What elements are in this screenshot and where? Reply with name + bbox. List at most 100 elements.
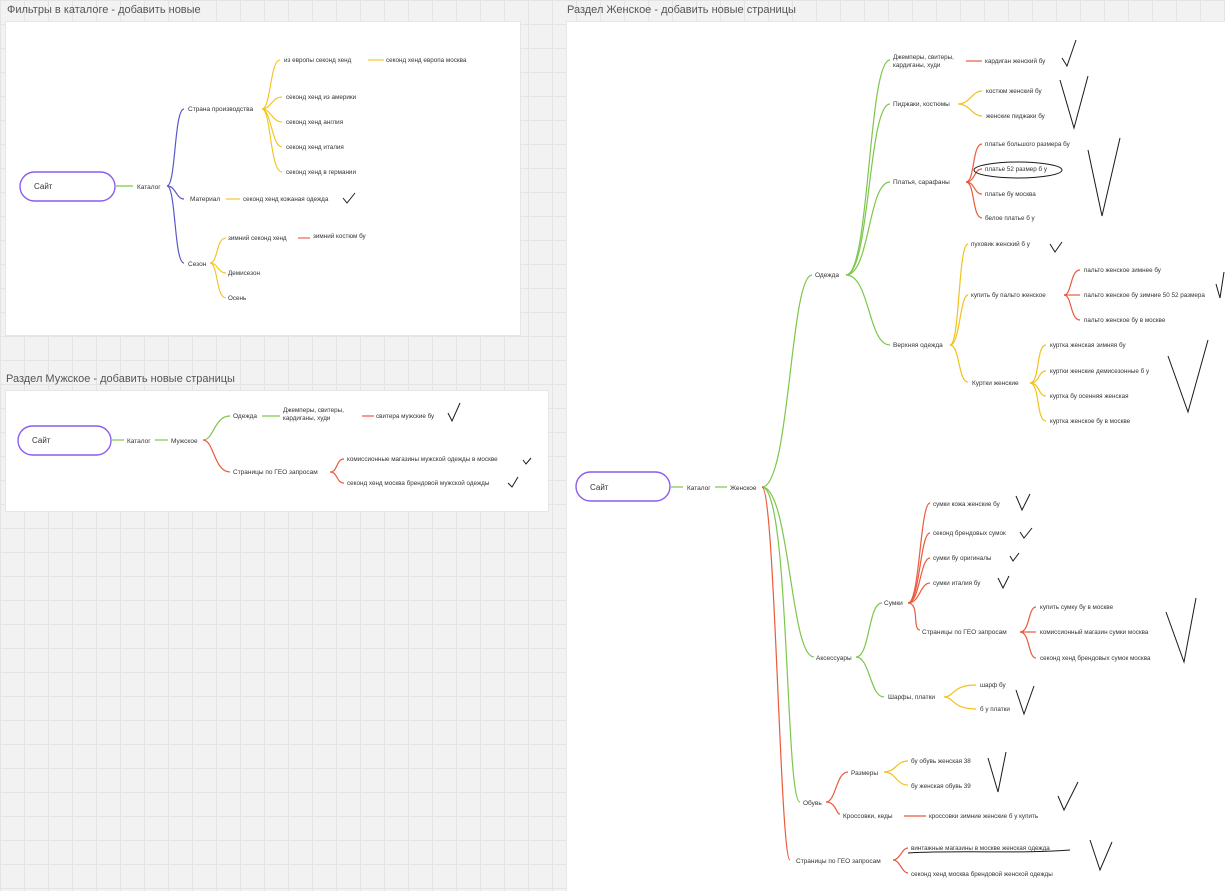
- check-mark-icon: [1015, 493, 1031, 512]
- node-winter-sh[interactable]: зимний секонд хенд: [228, 234, 287, 242]
- node-england[interactable]: секонд хенд англия: [286, 119, 343, 126]
- board-title-men: Раздел Мужское - добавить новые страницы: [6, 373, 235, 385]
- node-jacket-demi[interactable]: куртки женские демисезонные б у: [1050, 367, 1150, 375]
- node-from-europe[interactable]: из европы секонд хенд: [284, 57, 352, 64]
- root-label: Сайт: [34, 182, 53, 191]
- node-shoes[interactable]: Обувь: [803, 799, 822, 807]
- check-mark-icon: [1167, 339, 1209, 414]
- root-label: Сайт: [590, 483, 609, 492]
- root-node[interactable]: [17, 425, 112, 456]
- jumpers-line-1: Джемперы, свитеры,: [893, 54, 954, 61]
- node-w-jackets[interactable]: Куртки женские: [972, 380, 1019, 387]
- node-clothes[interactable]: Одежда: [815, 272, 839, 279]
- node-dress-52[interactable]: платье 52 размер б у: [985, 165, 1048, 173]
- node-bag-orig[interactable]: сумки бу оригиналы: [933, 554, 992, 562]
- node-autumn[interactable]: Осень: [228, 295, 247, 302]
- node-shoes38[interactable]: бу обувь женская 38: [911, 757, 971, 765]
- node-blazers[interactable]: женские пиджаки бу: [986, 112, 1046, 120]
- node-coat-50[interactable]: пальто женское бу зимние 50 52 размера: [1084, 291, 1205, 299]
- node-jumpers[interactable]: Джемперы, свитеры, кардиганы, худи: [283, 407, 346, 422]
- root-node[interactable]: [575, 471, 671, 502]
- node-commission[interactable]: комиссионные магазины мужской одежды в м…: [347, 455, 498, 463]
- node-sh-brand-w[interactable]: секонд хенд москва брендовой женской оде…: [911, 870, 1053, 878]
- node-jumpers[interactable]: Джемперы, свитеры, кардиганы, худи: [893, 54, 956, 69]
- node-coat-moscow[interactable]: пальто женское бу в москве: [1084, 316, 1166, 324]
- circled-mark: [973, 161, 1063, 179]
- node-scarves[interactable]: Шарфы, платки: [888, 694, 935, 701]
- board-title-filters: Фильтры в каталоге - добавить новые: [7, 4, 201, 16]
- node-germany[interactable]: секонд хенд в германии: [286, 169, 356, 176]
- node-material[interactable]: Материал: [190, 196, 220, 203]
- node-accessories[interactable]: Аксессуары: [816, 655, 852, 662]
- check-mark-icon: [1057, 781, 1079, 812]
- check-mark-icon: [522, 457, 532, 465]
- node-brand[interactable]: секонд хенд москва брендовой мужской оде…: [347, 479, 490, 487]
- node-dress-moscow[interactable]: платье бу москва: [985, 190, 1036, 198]
- node-geo[interactable]: Страницы по ГЕО запросам: [233, 469, 318, 476]
- mindmap-women: Сайт: [575, 39, 1225, 878]
- node-bags[interactable]: Сумки: [884, 600, 903, 607]
- node-geo[interactable]: Страницы по ГЕО запросам: [796, 858, 881, 865]
- node-country[interactable]: Страна производства: [188, 106, 254, 113]
- check-mark-icon: [1165, 597, 1197, 664]
- node-bags-geo[interactable]: Страницы по ГЕО запросам: [922, 629, 1007, 636]
- node-bag-leather[interactable]: сумки кожа женские бу: [933, 500, 1001, 508]
- node-bag-brand-sh[interactable]: секонд брендовых сумок: [933, 529, 1006, 537]
- node-sh-brand-bags[interactable]: секонд хенд брендовых сумок москва: [1040, 654, 1151, 662]
- node-jacket-winter[interactable]: куртка женская зимняя бу: [1050, 341, 1126, 349]
- node-shoes39[interactable]: бу женская обувь 39: [911, 782, 971, 790]
- check-mark-icon: [342, 192, 356, 204]
- root-node[interactable]: [19, 171, 116, 202]
- node-dresses[interactable]: Платья, сарафаны: [893, 179, 950, 186]
- node-coat-winter[interactable]: пальто женское зимнее бу: [1084, 266, 1162, 274]
- node-sneakers-winter[interactable]: кроссовки зимние женские б у купить: [929, 812, 1039, 820]
- node-womens[interactable]: Женское: [730, 485, 757, 492]
- node-shawls[interactable]: б у платки: [980, 705, 1010, 713]
- node-sweaters[interactable]: свитера мужские бу: [376, 412, 435, 420]
- node-clothes[interactable]: Одежда: [233, 413, 257, 420]
- node-vintage[interactable]: винтажные магазины в москве женская одеж…: [911, 845, 1050, 852]
- node-buy-bag-msk[interactable]: купить сумку бу в москве: [1040, 603, 1114, 611]
- check-mark-icon: [1215, 271, 1225, 299]
- check-mark-icon: [1009, 552, 1020, 562]
- node-catalog[interactable]: Каталог: [127, 438, 151, 445]
- mindmap-men: Сайт Каталог Мужское Одежда Джемперы, св…: [17, 402, 532, 488]
- board-women[interactable]: [567, 22, 1225, 891]
- node-cardigan[interactable]: кардиган женский бу: [985, 57, 1046, 65]
- check-mark-icon: [1015, 685, 1035, 716]
- node-leather[interactable]: секонд хенд кожаная одежда: [243, 196, 329, 203]
- underline-mark: [907, 849, 1071, 854]
- jumpers-line-1: Джемперы, свитеры,: [283, 407, 344, 414]
- node-buy-coat[interactable]: купить бу пальто женское: [971, 291, 1046, 299]
- node-season[interactable]: Сезон: [188, 261, 207, 268]
- board-title-women: Раздел Женское - добавить новые страницы: [567, 4, 796, 16]
- node-commission-bags[interactable]: комиссионный магазин сумки москва: [1040, 628, 1149, 636]
- node-outerwear[interactable]: Верхняя одежда: [893, 342, 943, 349]
- node-europe-moscow[interactable]: секонд хенд европа москва: [386, 57, 467, 64]
- check-mark-icon: [447, 402, 461, 423]
- node-italy[interactable]: секонд хенд италия: [286, 144, 344, 151]
- node-jacket-moscow[interactable]: куртка женское бу в москве: [1050, 417, 1131, 425]
- node-scarf[interactable]: шарф бу: [980, 681, 1006, 689]
- node-mens[interactable]: Мужское: [171, 438, 198, 445]
- node-suit[interactable]: костюм женский бу: [986, 87, 1042, 95]
- node-usa[interactable]: секонд хенд из америки: [286, 94, 357, 101]
- node-demi[interactable]: Демисезон: [228, 270, 260, 277]
- node-sneakers[interactable]: Кроссовки, кеды: [843, 813, 893, 820]
- node-dress-big[interactable]: платье большого размера бу: [985, 140, 1071, 148]
- jumpers-line-2: кардиганы, худи: [893, 62, 941, 69]
- check-mark-icon: [1089, 839, 1113, 872]
- node-jackets-suits[interactable]: Пиджаки, костюмы: [893, 101, 950, 108]
- mindmap-filters: Сайт Каталог Страна производства Материа…: [19, 57, 467, 302]
- node-catalog[interactable]: Каталог: [137, 184, 161, 191]
- node-dress-white[interactable]: белое платье б у: [985, 214, 1036, 222]
- check-mark-icon: [1049, 241, 1063, 253]
- node-catalog[interactable]: Каталог: [687, 485, 711, 492]
- node-down[interactable]: пуховик женский б у: [971, 240, 1031, 248]
- node-jacket-autumn[interactable]: куртка бу осенняя женская: [1050, 392, 1128, 400]
- node-sizes[interactable]: Размеры: [851, 770, 878, 777]
- node-winter-suit[interactable]: зимний костюм бу: [313, 232, 367, 240]
- check-mark-icon: [997, 575, 1010, 590]
- node-bag-italy[interactable]: сумки италия бу: [933, 579, 981, 587]
